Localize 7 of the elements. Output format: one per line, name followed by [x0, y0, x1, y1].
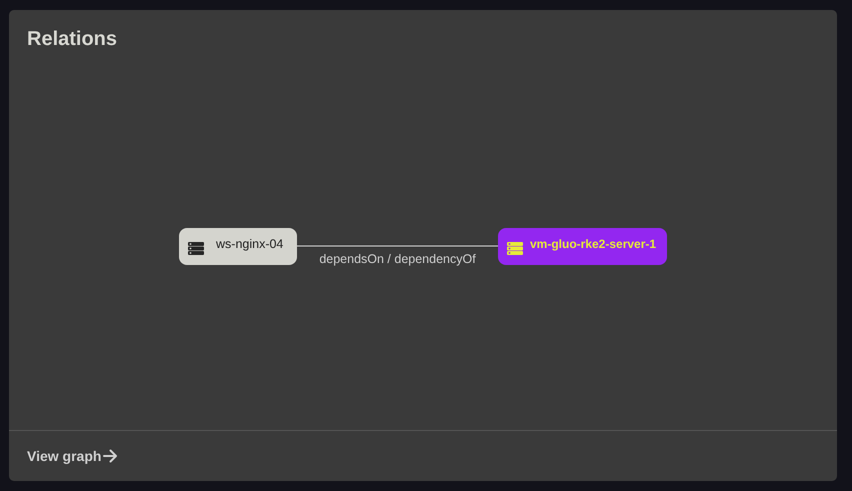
- edge-label: dependsOn / dependencyOf: [317, 252, 478, 267]
- resource-node: [179, 228, 297, 265]
- view-graph-link: View graph: [27, 446, 118, 466]
- node-label: vm-gluo-rke2-server-1: [530, 236, 656, 252]
- resource-node: [498, 228, 667, 265]
- node-label: ws-nginx-04: [216, 236, 284, 252]
- panel-title: Relations: [27, 27, 118, 52]
